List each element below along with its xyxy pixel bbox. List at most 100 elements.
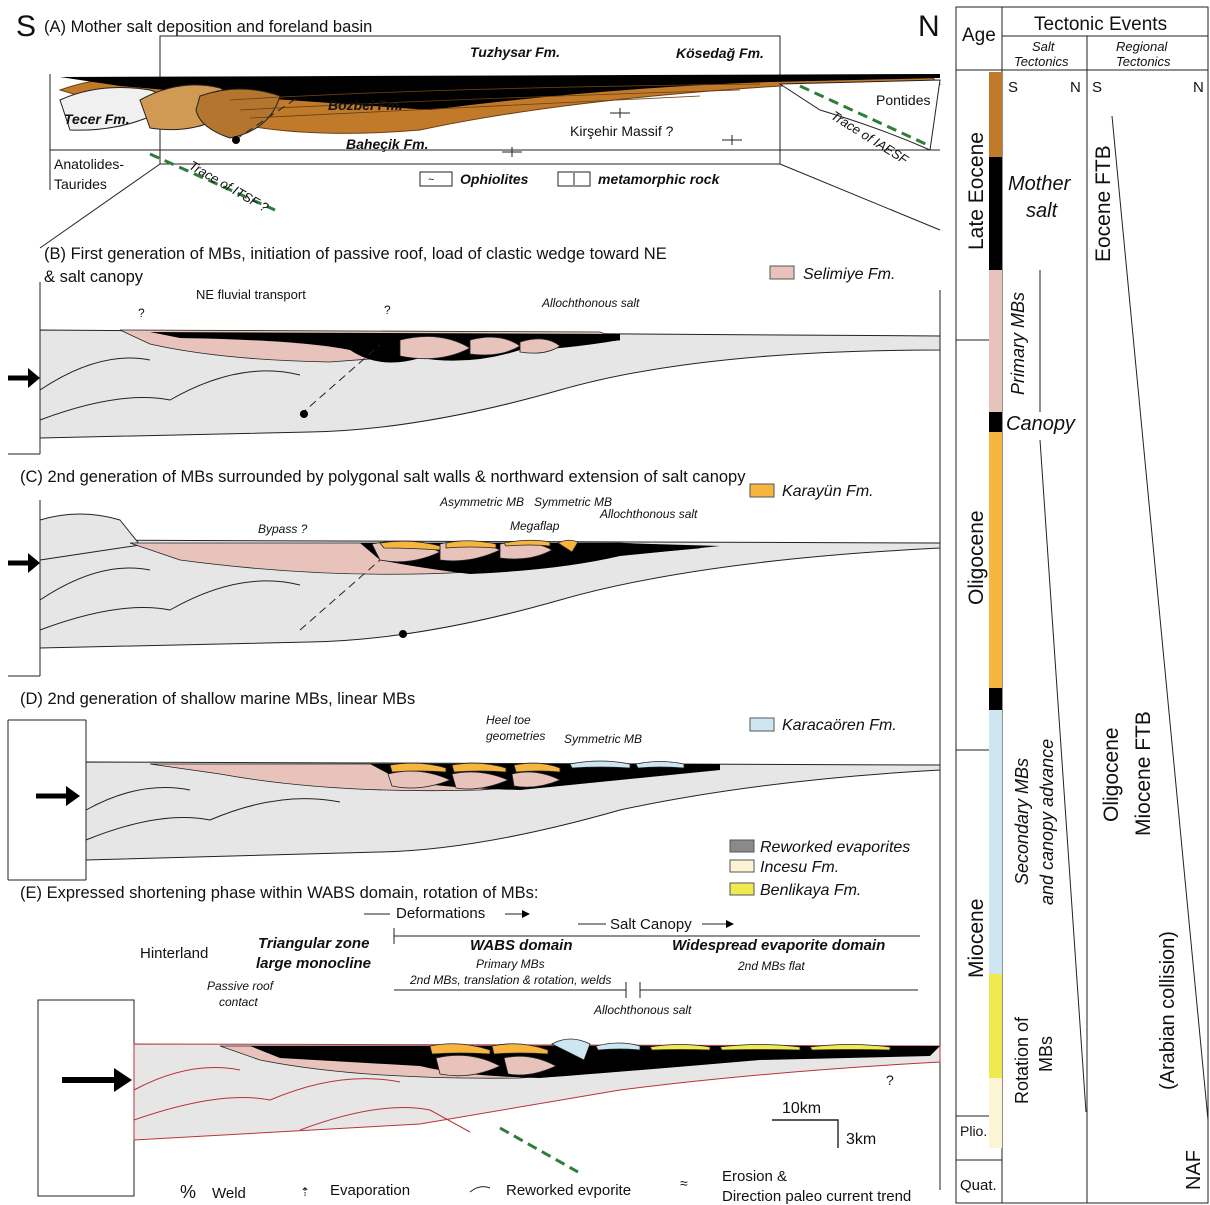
label-bahecik: Baheçik Fm. (346, 136, 428, 152)
column-age-header: Age (962, 25, 996, 46)
label-symmetric-d: Symmetric MB (564, 732, 642, 746)
panel-b-minibasins (399, 336, 561, 360)
label-heel-1: Heel toe (486, 713, 531, 727)
mother-salt-layer (60, 74, 940, 110)
label-bypass: Bypass ? (258, 522, 308, 536)
bar-karayun (989, 432, 1002, 688)
column-n2: N (1193, 79, 1204, 96)
panel-d-basement (85, 761, 941, 861)
legend-selimiye-swatch (769, 265, 795, 280)
label-anatolides: Anatolides- (54, 156, 124, 172)
age-quat: Quat. (960, 1177, 997, 1194)
legend-karayun: Karayün Fm. (782, 483, 874, 500)
label-second-mbs: 2nd MBs, translation & rotation, welds (409, 973, 611, 987)
legend-incesu: Incesu Fm. (760, 859, 839, 876)
event-rotation-2: MBs (1036, 1036, 1056, 1072)
label-q-e: ? (886, 1072, 894, 1088)
panel-c-thrusts (39, 567, 301, 631)
weld-symbol: % (180, 1182, 196, 1202)
column-regional-header-2: Tectonics (1116, 54, 1171, 69)
label-kosedag: Kösedağ Fm. (676, 45, 764, 61)
label-megaflap: Megaflap (510, 519, 560, 533)
ophiolite-swatch (419, 171, 453, 187)
label-q1: ? (138, 306, 145, 320)
bar-salt-2 (989, 688, 1002, 710)
event-secondary-1: Secondary MBs (1012, 758, 1032, 885)
legend-metamorphic: metamorphic rock (598, 171, 721, 187)
column-n1: N (1070, 79, 1081, 96)
bar-canopy (989, 412, 1002, 432)
label-wabs: WABS domain (470, 937, 573, 954)
column-salt-header-1: Salt (1032, 39, 1056, 54)
legend-reworked-evaporite: Reworked evporite (506, 1182, 631, 1199)
bar-benlikaya (989, 974, 1002, 1078)
panel-a-title: (A) Mother salt deposition and foreland … (44, 18, 372, 36)
legend-weld: Weld (212, 1185, 246, 1202)
panel-c-fault-tip (399, 630, 407, 638)
panel-a-zoom-lines (39, 163, 941, 249)
legend-reworked-swatch (729, 839, 755, 853)
label-tecer: Tecer Fm. (64, 111, 130, 127)
label-asymmetric: Asymmetric MB (439, 495, 524, 509)
panel-b-fault-tip (300, 410, 308, 418)
event-naf: NAF (1183, 1150, 1205, 1190)
legend-erosion-1: Erosion & (722, 1168, 787, 1185)
salt-canopy-arrowhead (726, 920, 734, 928)
compass-north: N (918, 10, 940, 43)
panel-b-fault (299, 344, 381, 416)
legend-evaporation: Evaporation (330, 1182, 410, 1199)
column-tectonic-header: Tectonic Events (1034, 14, 1167, 35)
panel-e-minibasins-lower (435, 1054, 557, 1077)
age-plio: Plio. (960, 1123, 987, 1139)
scale-bar (772, 1119, 839, 1148)
panel-a: S N (A) Mother salt deposition and forel… (16, 10, 942, 249)
label-deformations: Deformations (396, 905, 485, 922)
panel-e-thrusts (133, 1067, 471, 1133)
panel-e-title: (E) Expressed shortening phase within WA… (20, 884, 538, 902)
legend-karayun-swatch (749, 483, 775, 498)
event-canopy: Canopy (1006, 413, 1076, 435)
legend-ophiolites: Ophiolites (460, 171, 529, 187)
evaporation-symbol: ⇡ (300, 1185, 310, 1199)
event-arabian: (Arabian collision) (1157, 931, 1179, 1090)
compass-south: S (16, 10, 36, 43)
salt-trend-line (1039, 439, 1087, 1113)
legend-erosion-2: Direction paleo current trend (722, 1188, 911, 1205)
thrust-lobe-3 (195, 88, 281, 139)
event-oligocene: Oligocene (1100, 727, 1123, 822)
event-secondary-2: and canopy advance (1037, 739, 1057, 905)
column-s2: S (1092, 79, 1102, 96)
panel-e-push-arrowhead (114, 1068, 132, 1092)
label-heel-2: geometries (486, 729, 545, 743)
panel-c-hinterland (39, 513, 141, 561)
label-taurides: Taurides (54, 176, 107, 192)
panel-a-fault-tip (232, 136, 240, 144)
legend-karacaoren-swatch (749, 717, 775, 732)
age-miocene: Miocene (965, 899, 988, 978)
panel-e-frame (37, 999, 135, 1197)
panel-d: (D) 2nd generation of shallow marine MBs… (7, 690, 941, 881)
event-primary: Primary MBs (1008, 292, 1028, 395)
scale-vertical: 3km (846, 1131, 876, 1148)
legend-reworked: Reworked evaporites (760, 839, 910, 856)
label-triangular-2: large monocline (256, 955, 371, 972)
regional-trend-line (1111, 115, 1209, 1121)
label-itsf: Trace of ITSF ? (187, 158, 272, 216)
label-allochthonous-b: Allochthonous salt (541, 296, 640, 310)
panel-c-title: (C) 2nd generation of MBs surrounded by … (20, 468, 746, 486)
panel-a-basement-line (49, 74, 940, 190)
label-hinterland: Hinterland (140, 945, 208, 962)
bar-karacaoren (989, 710, 1002, 974)
panel-e-benlikaya (649, 1044, 891, 1051)
panel-a-fault (234, 95, 301, 141)
label-passive-2: contact (219, 995, 258, 1009)
label-tuzhysar: Tuzhysar Fm. (470, 44, 560, 60)
bar-selimiye (989, 270, 1002, 412)
label-allochthonous-c: Allochthonous salt (599, 507, 698, 521)
erosion-symbol: ≈ (680, 1175, 688, 1191)
panel-e-karayun (429, 1043, 549, 1055)
label-widespread: Widespread evaporite domain (672, 937, 885, 954)
age-late-eocene: Late Eocene (965, 132, 988, 250)
event-mother-1: Mother (1008, 173, 1072, 195)
